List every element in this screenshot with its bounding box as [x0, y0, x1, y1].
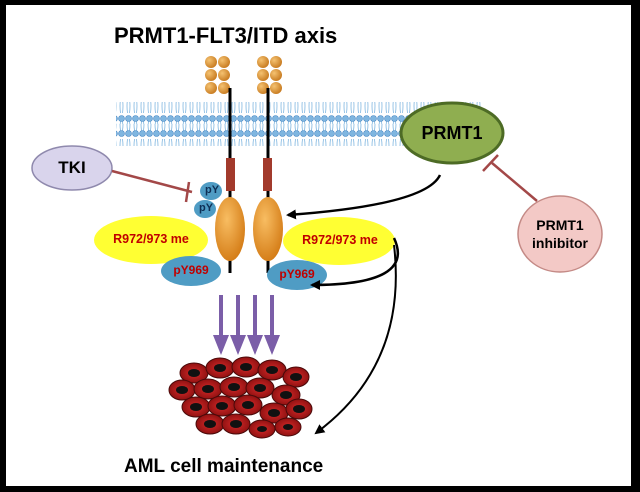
py969-label-right: pY969	[279, 267, 315, 281]
prmt1-node	[399, 101, 505, 165]
methyl-label-right: R972/973 me	[302, 233, 378, 247]
prmt1-label: PRMT1	[421, 123, 483, 143]
py-oval-bottom	[194, 200, 216, 218]
methyl-oval-right	[283, 217, 395, 265]
outcome-label: AML cell maintenance	[124, 456, 324, 477]
methyl-to-aml-arrow	[314, 244, 397, 435]
tki-inhibit-line	[111, 169, 193, 203]
diagram-frame: PRMT1-FLT3/ITD axis AML cell maintenance…	[6, 5, 631, 486]
flt3-receptor-right	[253, 88, 283, 273]
prmt1-inhibitor-label-line1: PRMT1	[536, 217, 584, 233]
methyl-oval-left	[94, 216, 208, 264]
prmt1-methylation-arrow	[286, 174, 442, 220]
prmt1-inhibitor-node	[517, 195, 603, 273]
py969-label-left: pY969	[173, 263, 209, 277]
tki-node	[31, 145, 113, 191]
flt3-ligand-left	[205, 56, 230, 94]
tki-label: TKI	[58, 158, 86, 177]
prmt1-flt3-itd-diagram	[31, 56, 603, 439]
aml-cell-cluster	[168, 356, 313, 439]
py-label-bottom: pY	[198, 202, 214, 214]
methyl-label-left: R972/973 me	[113, 232, 189, 246]
downstream-signal-arrows	[213, 295, 280, 355]
py969-oval-left	[161, 256, 221, 286]
cell-membrane	[116, 102, 481, 146]
diagram-title: PRMT1-FLT3/ITD axis	[114, 23, 338, 48]
flt3-ligand-right	[257, 56, 282, 94]
prmt1-inhibitor-label-line2: inhibitor	[532, 235, 588, 251]
py-label-top: pY	[204, 184, 220, 196]
flt3-receptor-left	[215, 88, 245, 273]
methyl-to-py969-arrow	[310, 237, 400, 290]
prmt1-inhibitor-line	[482, 154, 538, 202]
py-oval-top	[200, 182, 222, 200]
